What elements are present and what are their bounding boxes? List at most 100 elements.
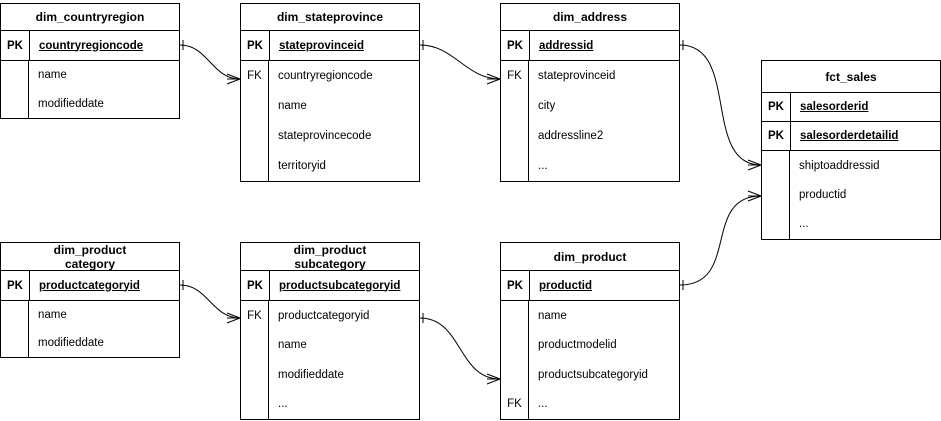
- entity-title: dim_product subcategory: [241, 243, 419, 271]
- attribute-field: name: [278, 339, 307, 352]
- key-cell-empty: [501, 360, 528, 390]
- attribute-rows: FK countryregioncode name stateprovincecode…: [241, 61, 419, 181]
- attribute-field: productcategoryid: [278, 309, 370, 322]
- attribute-field: modifieddate: [38, 337, 104, 349]
- foreign-key-badge: [1, 301, 29, 357]
- key-cell-empty: [241, 121, 268, 151]
- key-cell-empty: [241, 331, 268, 361]
- attribute-field: name: [278, 100, 307, 112]
- attribute-list: productcategoryid name modifieddate...: [269, 301, 419, 419]
- entity-title: dim_product category: [1, 243, 179, 271]
- attribute-field: ...: [278, 398, 288, 411]
- entity-key-row[interactable]: PK countryregioncode: [1, 31, 179, 61]
- key-badge: PK: [507, 279, 523, 292]
- entity-title: fct_sales: [762, 61, 940, 93]
- key-badge: PK: [7, 39, 23, 52]
- connector-line: [419, 44, 501, 80]
- key-cell-empty: [241, 91, 268, 121]
- entity-key-row[interactable]: PK salesorderdetailid: [762, 122, 940, 151]
- primary-key-field: productid: [529, 271, 679, 300]
- entity-key-row[interactable]: PK stateprovinceid: [241, 31, 419, 61]
- connector-line: [179, 44, 241, 80]
- attribute-field: name: [38, 309, 67, 321]
- key-rows: PK stateprovinceid: [241, 31, 419, 61]
- key-badge: PK: [768, 101, 784, 113]
- key-cell-empty: [501, 301, 528, 331]
- attribute-list: shiptoaddressid productid...: [790, 151, 940, 239]
- foreign-key-badge: [762, 151, 790, 239]
- entity-title: dim_countryregion: [1, 4, 179, 31]
- relationship-productcategory-to-subcategory: [179, 280, 241, 324]
- relationship-product-to-fctsales: [679, 190, 762, 290]
- key-badge: PK: [247, 279, 263, 292]
- foreign-key-badge: FK: [501, 61, 529, 181]
- fk-label: FK: [507, 70, 522, 82]
- cardinality-many-marker: [226, 73, 241, 85]
- attribute-field: modifieddate: [278, 368, 344, 381]
- relationship-stateprovince-to-address: [419, 40, 501, 85]
- entity-key-row[interactable]: PK addressid: [501, 31, 679, 61]
- cardinality-many-marker: [747, 190, 762, 202]
- cardinality-many-marker: [226, 312, 241, 324]
- key-rows: PK productcategoryid: [1, 271, 179, 301]
- attribute-field: modifieddate: [38, 97, 104, 110]
- primary-key-field: stateprovinceid: [269, 31, 419, 60]
- entity-key-row[interactable]: PK productid: [501, 271, 679, 301]
- entity-key-row[interactable]: PK salesorderid: [762, 93, 940, 122]
- key-badge: PK: [247, 39, 263, 52]
- attribute-field: ...: [538, 160, 548, 172]
- attribute-field: city: [538, 100, 556, 112]
- primary-key-field: addressid: [529, 31, 679, 60]
- key-cell-empty: [501, 121, 528, 151]
- foreign-key-badge: [1, 61, 29, 118]
- entity-title: dim_stateprovince: [241, 4, 419, 31]
- cardinality-many-marker: [486, 73, 501, 85]
- connector-line: [679, 44, 762, 166]
- primary-key-field: countryregioncode: [29, 31, 179, 60]
- attribute-list: name modifieddate: [29, 301, 179, 357]
- attribute-field: countryregioncode: [278, 70, 373, 82]
- fk-label: FK: [247, 70, 262, 82]
- foreign-key-badge: FK: [501, 301, 529, 419]
- connector-line: [419, 317, 501, 380]
- primary-key-field: salesorderid: [790, 93, 940, 121]
- entity-title: dim_address: [501, 4, 679, 31]
- attribute-field: productid: [799, 188, 847, 201]
- attribute-field: ...: [799, 218, 809, 231]
- fk-label: FK: [247, 309, 262, 322]
- foreign-key-badge: FK: [241, 301, 269, 419]
- key-badge: PK: [768, 130, 784, 142]
- primary-key-field: productcategoryid: [29, 271, 179, 300]
- foreign-key-badge: FK: [241, 61, 269, 181]
- attribute-field: addressline2: [538, 130, 604, 142]
- relationship-address-to-fctsales: [679, 40, 762, 171]
- key-badge: PK: [7, 279, 23, 292]
- attribute-field: shiptoaddressid: [799, 159, 880, 172]
- primary-key-field: salesorderdetailid: [790, 122, 940, 150]
- key-badge: PK: [507, 39, 523, 52]
- entity-title: dim_product: [501, 243, 679, 271]
- connector-line: [679, 195, 762, 286]
- key-cell-empty: [501, 91, 528, 121]
- attribute-field: stateprovincecode: [278, 130, 372, 142]
- attribute-rows: name modifieddate: [1, 301, 179, 357]
- key-cell-empty: [501, 151, 528, 181]
- key-rows: PK productid: [501, 271, 679, 301]
- relationship-countryregion-to-stateprovince: [179, 40, 241, 85]
- entity-key-row[interactable]: PK productcategoryid: [1, 271, 179, 301]
